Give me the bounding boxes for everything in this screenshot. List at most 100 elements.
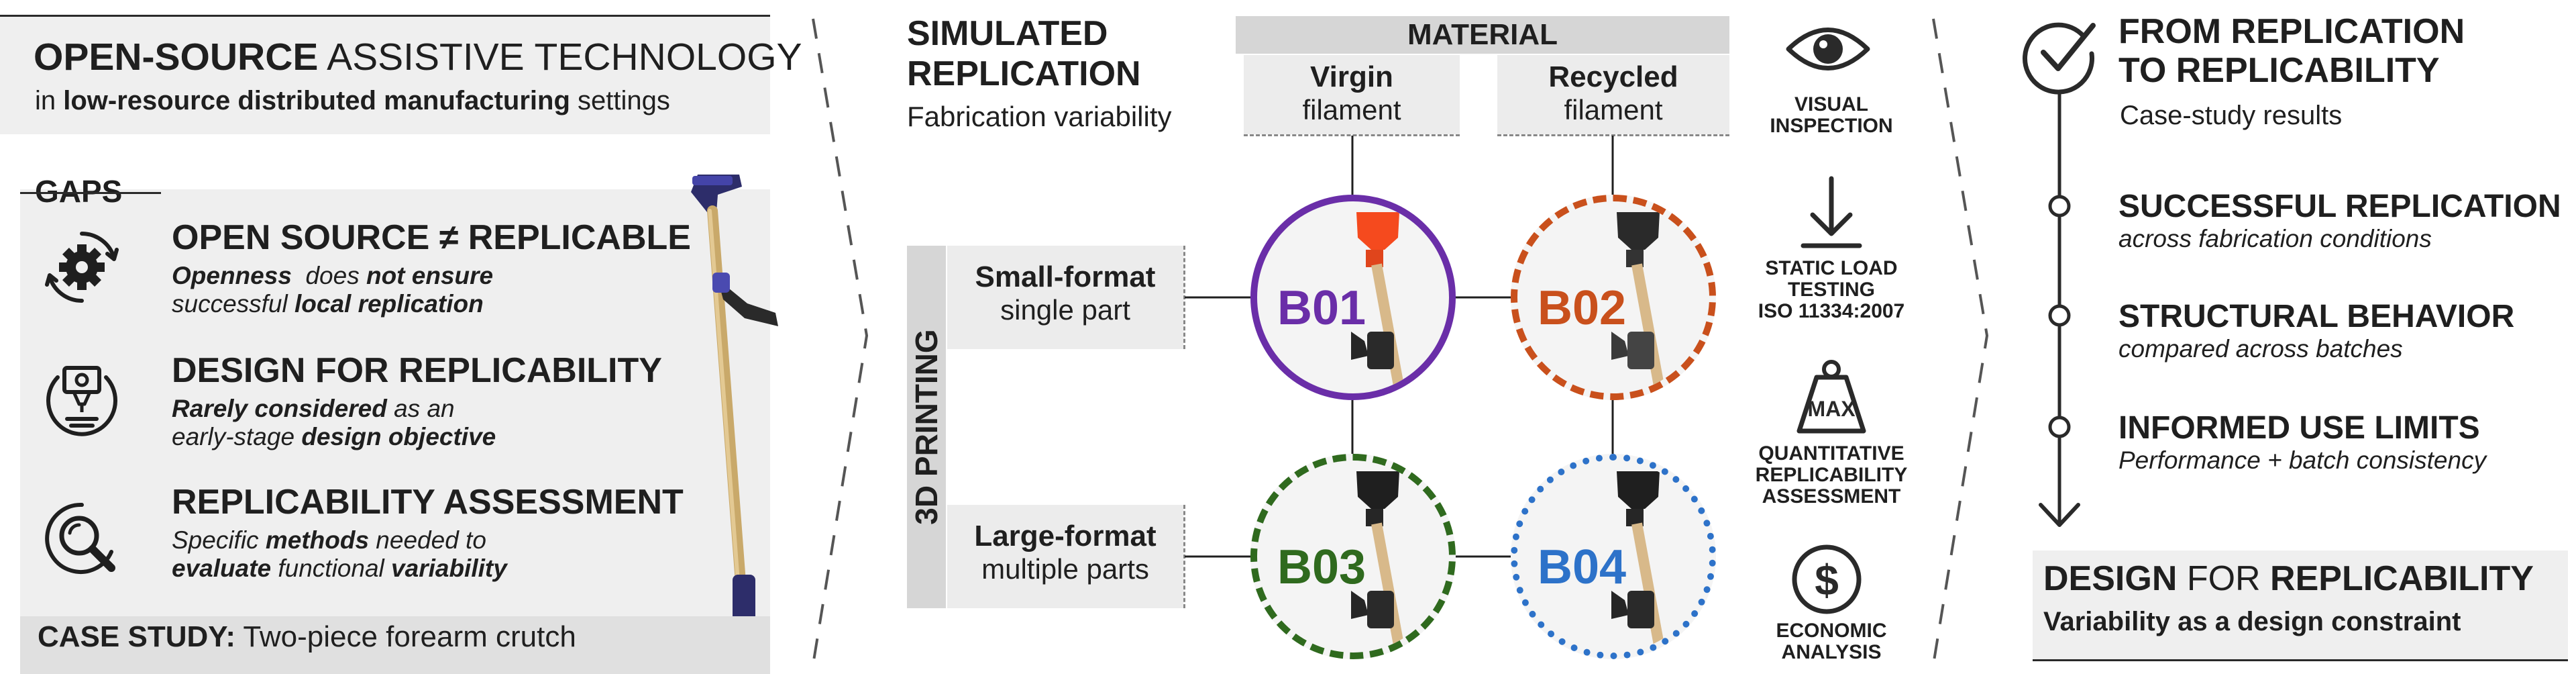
gap-1-line2: successful local replication — [172, 290, 691, 318]
case-study-rest: Two-piece forearm crutch — [235, 620, 576, 653]
method-4-l2: ANALYSIS — [1781, 641, 1882, 663]
recycled-label-bold: Recycled — [1548, 60, 1678, 93]
method-2-l1: STATIC LOAD — [1765, 257, 1898, 279]
right-title-l1: FROM REPLICATION — [2118, 12, 2465, 51]
case-study-text: CASE STUDY: Two-piece forearm crutch — [38, 620, 576, 654]
recycled-label-rest: filament — [1564, 94, 1663, 126]
recycled-dash-rule — [1497, 134, 1729, 136]
batch-b01: B01 — [1250, 195, 1456, 400]
large-format-dash — [1183, 505, 1185, 608]
gap-2-l2b: design objective — [301, 423, 496, 450]
small-format-bold: Small-format — [975, 260, 1156, 293]
method-3-label: QUANTITATIVE REPLICABILITY ASSESSMENT — [1744, 443, 1919, 508]
method-3-l3: ASSESSMENT — [1762, 485, 1901, 508]
weight-max-icon-text: MAX — [1807, 397, 1856, 421]
gap-3-l2c: variability — [391, 555, 507, 582]
conclusion-title-b1: DESIGN — [2043, 559, 2178, 598]
gap-3: REPLICABILITY ASSESSMENT Specific method… — [172, 482, 684, 583]
batch-b03: B03 — [1250, 454, 1456, 659]
conclusion-panel — [2033, 550, 2568, 659]
batch-b01-label: B01 — [1277, 281, 1366, 335]
middle-title-l1: SIMULATED — [907, 14, 1108, 53]
small-format-label: Small-format single part — [947, 246, 1183, 349]
virgin-label-bold: Virgin — [1310, 60, 1393, 93]
conclusion-sub-a: Variability as a — [2043, 607, 2238, 636]
gap-2-l2a: early-stage — [172, 423, 302, 450]
gap-1-title: OPEN SOURCE ≠ REPLICABLE — [172, 218, 691, 257]
magnifier-icon — [45, 502, 115, 574]
down-arrow-load-icon — [1801, 176, 1862, 248]
conclusion-title-r1: FOR — [2177, 559, 2271, 598]
gap-3-l2b: functional — [271, 555, 392, 582]
header-title-rest: ASSISTIVE TECHNOLOGY — [327, 36, 802, 79]
results-timeline — [2039, 94, 2080, 527]
virgin-label: Virgin filament — [1244, 55, 1460, 134]
check-circle-icon — [2023, 22, 2096, 95]
gap-2: DESIGN FOR REPLICABILITY Rarely consider… — [172, 350, 662, 451]
batch-b02-label: B02 — [1538, 281, 1627, 335]
3d-printer-nozzle-icon — [46, 366, 117, 436]
gaps-label-rule — [20, 192, 161, 194]
separator-chevron-left — [812, 18, 869, 665]
header-title-bold: OPEN-SOURCE — [34, 36, 319, 79]
large-format-rest: multiple parts — [981, 553, 1149, 585]
gap-1-l1b: does — [291, 262, 366, 289]
middle-subtitle: Fabrication variability — [907, 101, 1172, 132]
printing-bar — [907, 246, 946, 608]
batch-b03-label: B03 — [1277, 540, 1366, 594]
gap-3-title: REPLICABILITY ASSESSMENT — [172, 483, 684, 522]
gap-1: OPEN SOURCE ≠ REPLICABLE Openness does n… — [172, 218, 691, 318]
gap-1-l1c: not ensure — [366, 262, 494, 289]
gap-3-l1b: methods — [265, 526, 370, 554]
virgin-dash-rule — [1244, 134, 1460, 136]
gap-1-l1a: Openness — [172, 262, 292, 289]
result-2-title: STRUCTURAL BEHAVIOR — [2118, 299, 2515, 334]
conclusion-sub-b: design constraint — [2237, 607, 2461, 636]
batch-b04-label: B04 — [1538, 540, 1627, 594]
method-4-l1: ECONOMIC — [1776, 620, 1887, 642]
middle-title: SIMULATED REPLICATION — [907, 13, 1141, 94]
case-study-bar — [20, 616, 770, 674]
gap-1-l2a: successful — [172, 290, 295, 318]
right-title: FROM REPLICATION TO REPLICABILITY — [2118, 12, 2465, 90]
gap-3-l1a: Specific — [172, 526, 266, 554]
method-2-l3: ISO 11334:2007 — [1758, 300, 1905, 322]
gap-2-line1: Rarely considered as an — [172, 395, 662, 423]
small-format-dash — [1183, 246, 1185, 349]
material-header: MATERIAL — [1236, 16, 1729, 54]
separator-chevron-right — [1932, 18, 1989, 665]
method-3-l1: QUANTITATIVE — [1758, 442, 1904, 465]
middle-title-l2: REPLICATION — [907, 54, 1141, 93]
weight-max-icon: MAX — [1796, 360, 1866, 434]
result-1-sub: across fabrication conditions — [2118, 225, 2432, 252]
small-format-rest: single part — [1000, 294, 1130, 326]
header-title: OPEN-SOURCE ASSISTIVE TECHNOLOGY — [34, 35, 802, 79]
method-2-l2: TESTING — [1787, 279, 1875, 301]
gap-3-line1: Specific methods needed to — [172, 526, 684, 555]
crutch-sample-b01 — [1351, 212, 1405, 391]
result-2-sub: compared across batches — [2118, 335, 2403, 363]
method-1-l2: INSPECTION — [1770, 115, 1893, 137]
gaps-panel — [20, 189, 770, 616]
gaps-label: GAPS — [35, 174, 123, 209]
right-title-l2: TO REPLICABILITY — [2118, 51, 2440, 90]
batch-b04: B04 — [1511, 454, 1716, 659]
conclusion-subtitle: Variability as a design constraint — [2043, 607, 2461, 637]
gap-2-l1b: as an — [386, 395, 455, 422]
header-panel — [0, 15, 770, 134]
gear-arrows-icon — [45, 232, 119, 303]
case-study-bold: CASE STUDY: — [38, 620, 235, 653]
large-format-label: Large-format multiple parts — [947, 505, 1183, 608]
header-subtitle-c: settings — [570, 86, 670, 115]
header-subtitle-a: in — [35, 86, 64, 115]
method-1-l1: VISUAL — [1794, 93, 1868, 115]
result-3: INFORMED USE LIMITS Performance + batch … — [2118, 410, 2486, 475]
crutch-sample-b03 — [1351, 471, 1405, 650]
method-1-label: VISUAL INSPECTION — [1758, 94, 1905, 137]
crutch-sample-b04 — [1611, 471, 1665, 650]
result-3-title: INFORMED USE LIMITS — [2118, 410, 2480, 446]
gap-1-l2b: local replication — [294, 290, 484, 318]
virgin-label-rest: filament — [1302, 94, 1401, 126]
